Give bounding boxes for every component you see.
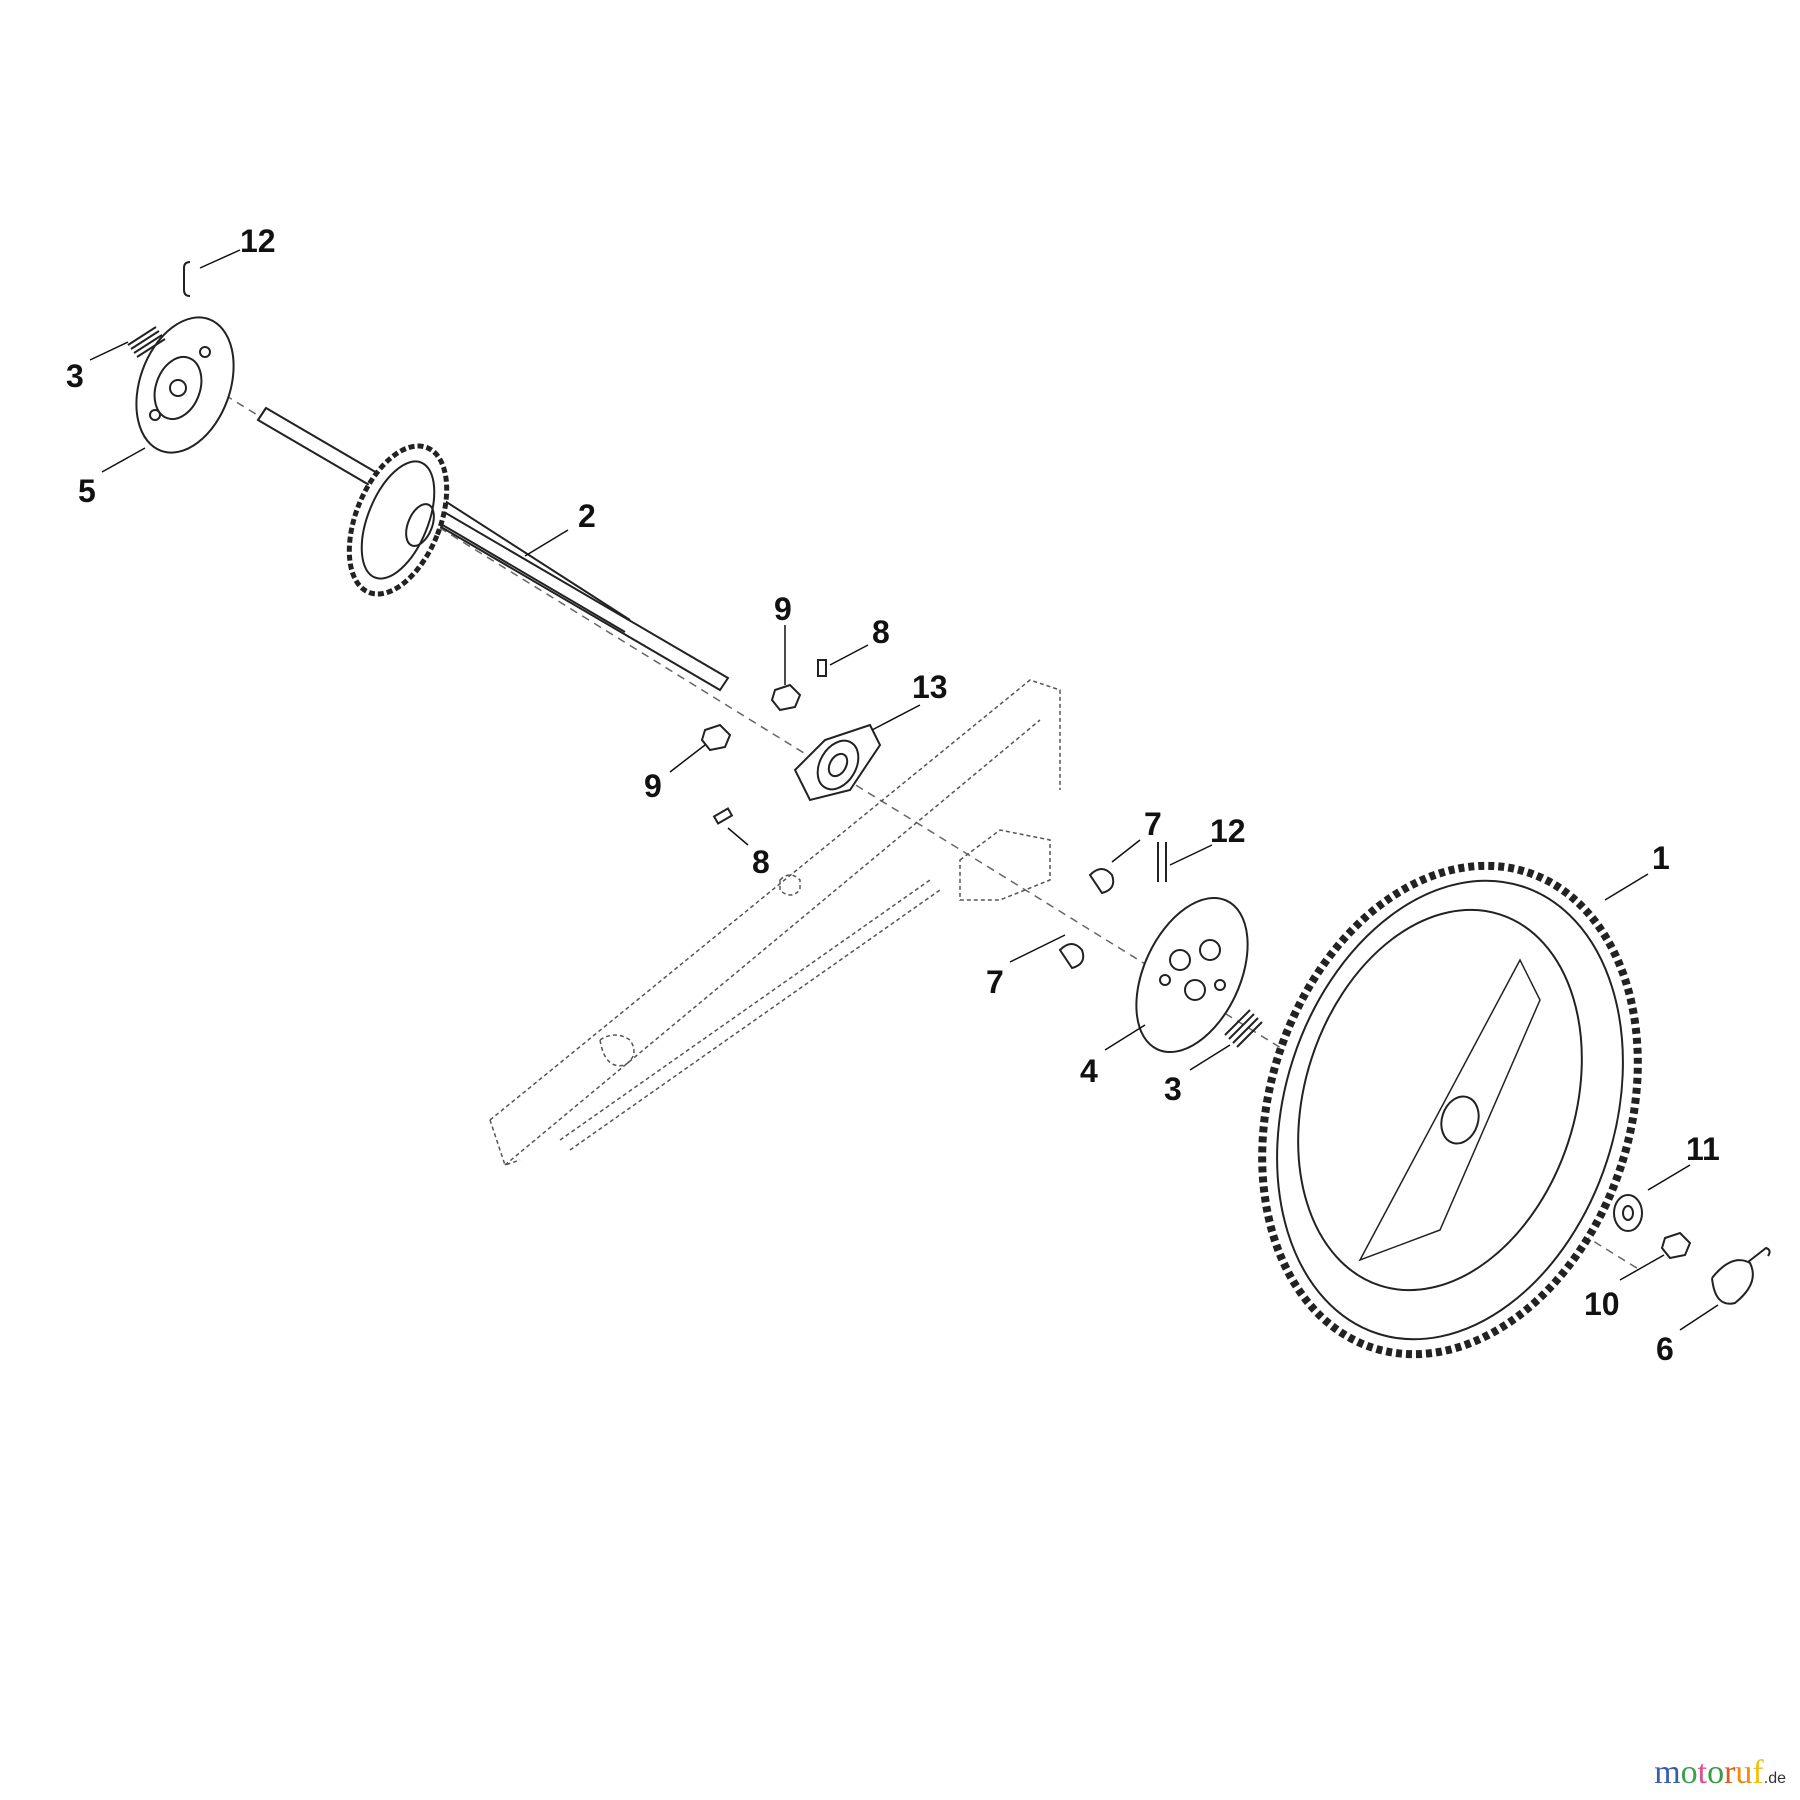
logo-letter: t: [1697, 1754, 1708, 1791]
callout-7: 7: [1144, 806, 1162, 842]
bolt-part-7-bottom: [1058, 943, 1085, 970]
callout-9: 9: [644, 768, 662, 804]
callout-12: 12: [240, 223, 276, 259]
logo-letter: f: [1752, 1754, 1764, 1791]
bearing-flange-part-13: [793, 723, 882, 802]
cap-part-6: [1711, 1246, 1771, 1305]
callout-7: 7: [986, 964, 1004, 1000]
callout-8: 8: [872, 614, 890, 650]
callout-6: 6: [1656, 1331, 1674, 1367]
logo-letter: r: [1724, 1754, 1736, 1791]
callout-1: 1: [1652, 840, 1670, 876]
callout-3: 3: [1164, 1071, 1182, 1107]
logo-letter: o: [1680, 1754, 1698, 1791]
callout-labels: 12 3 5 2 9 8 13 9 8 7 12 1 7 4 3 11 10 6: [66, 223, 1720, 1367]
callout-9: 9: [774, 591, 792, 627]
motoruf-logo: motoruf.de: [1654, 1754, 1786, 1792]
hub-plate-part-5: [135, 316, 235, 454]
logo-letter: m: [1654, 1754, 1681, 1791]
bolt-part-7-top: [1088, 868, 1115, 895]
callout-10: 10: [1584, 1286, 1620, 1322]
logo-suffix: .de: [1763, 1770, 1786, 1787]
drive-plate-part-4: [1135, 896, 1249, 1054]
nut-part-10: [1660, 1231, 1692, 1260]
wheel-part-1: [1258, 861, 1642, 1359]
callout-13: 13: [912, 669, 948, 705]
callout-4: 4: [1080, 1053, 1098, 1089]
pin-part-12-top: [183, 261, 191, 297]
spring-part-3-bottom: [1224, 1009, 1263, 1048]
pin-part-12-right: [1157, 842, 1167, 882]
callout-2: 2: [578, 498, 596, 534]
frame-outline: [489, 679, 1061, 1166]
callout-5: 5: [78, 473, 96, 509]
screw-part-8-bottom: [712, 807, 734, 825]
callout-8: 8: [752, 844, 770, 880]
callout-11: 11: [1686, 1131, 1720, 1167]
logo-letter: u: [1735, 1754, 1753, 1791]
leader-lines: [89, 249, 1719, 1331]
callout-12: 12: [1210, 813, 1246, 849]
logo-letter: o: [1707, 1754, 1725, 1791]
washer-part-11: [1613, 1194, 1643, 1232]
sprocket: [346, 443, 450, 597]
axle-shaft-part-2: [256, 406, 730, 692]
nut-part-9-top: [770, 683, 802, 712]
screw-part-8-top: [817, 659, 827, 677]
nut-part-9-bottom: [700, 723, 732, 752]
callout-3: 3: [66, 358, 84, 394]
spring-part-3-top: [127, 326, 166, 358]
